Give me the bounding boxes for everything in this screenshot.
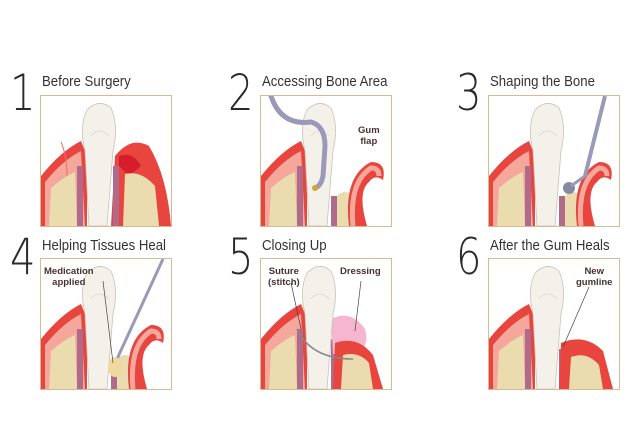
tooth-illustration — [41, 259, 165, 389]
step-title: After the Gum Heals — [490, 237, 610, 254]
medication — [108, 357, 122, 377]
label-line: Gum — [358, 125, 380, 136]
tooth — [530, 266, 564, 389]
suture-label: Suture(stitch) — [268, 266, 300, 288]
gum-flap — [347, 162, 384, 226]
tooth-illustration — [261, 266, 383, 389]
tooth-illustration — [261, 96, 384, 226]
gum-flap — [575, 162, 612, 226]
step-number: 5 — [228, 228, 254, 286]
label-line: New — [584, 266, 604, 277]
step-number: 6 — [456, 228, 482, 286]
label-line: gumline — [576, 277, 613, 288]
illustration-panel — [488, 258, 620, 390]
step-number: 4 — [10, 228, 36, 286]
label-line: Medication — [44, 266, 94, 277]
bone-left — [497, 172, 525, 226]
step-title: Accessing Bone Area — [262, 73, 388, 90]
step-number: 2 — [228, 64, 254, 122]
label-line: flap — [360, 136, 378, 147]
illustration-panel — [40, 258, 172, 390]
step-title: Shaping the Bone — [490, 73, 595, 90]
label-line: applied — [52, 277, 86, 288]
tooth — [82, 103, 116, 226]
dressing-label: Dressing — [340, 266, 381, 277]
bone-left — [497, 335, 525, 389]
label-line: (stitch) — [268, 277, 300, 288]
drill-instrument — [583, 96, 607, 177]
step-title: Before Surgery — [42, 73, 131, 90]
tooth-illustration — [41, 103, 171, 226]
scaler-instrument — [268, 96, 328, 191]
illustration-panel — [40, 95, 172, 227]
label-line: Suture — [268, 266, 299, 277]
bone-left — [269, 172, 297, 226]
tooth — [302, 266, 336, 389]
bone-left — [49, 335, 77, 389]
suture-stitch — [296, 328, 354, 360]
step-title: Closing Up — [262, 237, 327, 254]
step-number: 1 — [10, 64, 36, 122]
bone-left — [49, 172, 77, 226]
illustration-panel — [488, 95, 620, 227]
illustration-panel — [260, 258, 392, 390]
tooth-illustration — [489, 266, 613, 389]
step-title: Helping Tissues Heal — [42, 237, 166, 254]
tooth-illustration — [489, 96, 612, 226]
gum-flap — [127, 325, 164, 389]
applicator-instrument — [115, 259, 165, 360]
step-number: 3 — [456, 64, 482, 122]
illustration-panel — [260, 95, 392, 227]
tooth — [530, 103, 564, 226]
bone-left — [269, 335, 297, 389]
